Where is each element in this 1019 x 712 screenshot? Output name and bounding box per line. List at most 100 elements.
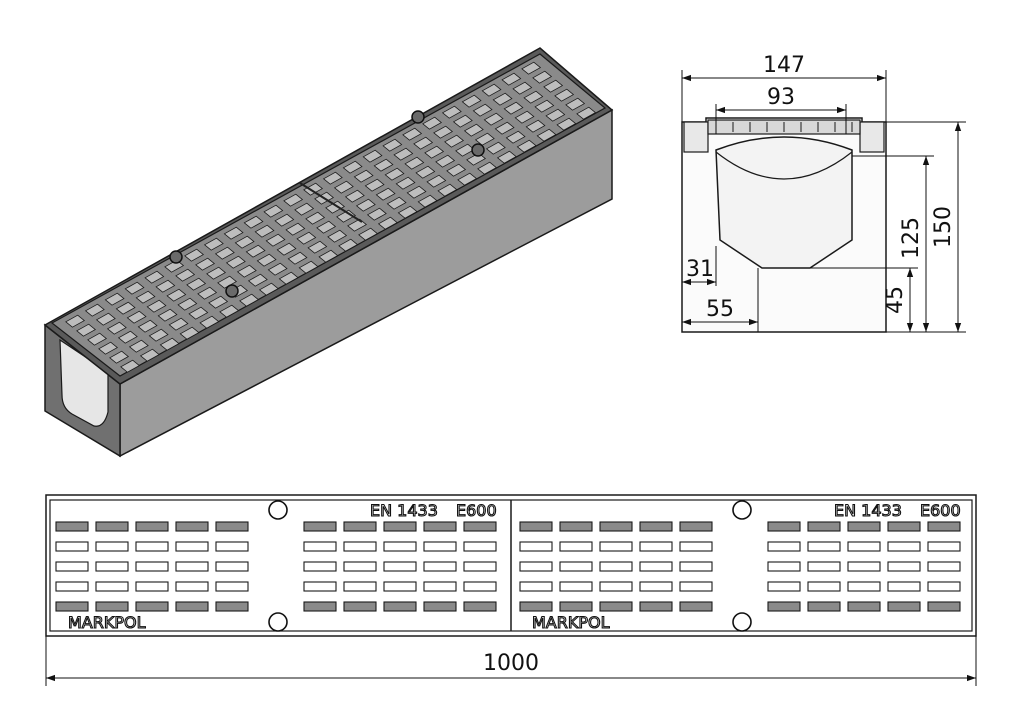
grate-slot [117,330,138,344]
grate-slot [887,521,921,532]
grate-slot [344,189,365,203]
grate-slot [199,315,220,329]
grate-slot [423,541,457,552]
grate-slot [278,271,299,285]
grate-slot [120,359,141,373]
dim-total-height: 150 [931,206,956,248]
grate-slot [532,70,553,84]
grate-slot [175,521,209,532]
grate-slot [168,317,189,331]
grate-slot [208,295,229,309]
grate-slot [422,116,443,130]
grate-slot [519,561,553,572]
grate-slot [137,319,158,333]
grate-slot [639,581,673,592]
grate-slot [463,521,497,532]
grate-slot [106,321,127,335]
grate-slot [505,130,526,144]
grate-slot [397,205,418,219]
grate-slot [139,348,160,362]
grate-slot [576,106,597,120]
plan-view: EN 1433 E600 MARKPOL EN 1433 E600 MARKPO… [45,494,977,686]
grate-slot [243,215,264,229]
grate-slot [55,601,89,612]
grate-slot [322,171,343,185]
grate-slot [461,94,482,108]
stamp-brand-1: MARKPOL [68,613,146,632]
grate-slot [175,581,209,592]
grate-slot [463,601,497,612]
grate-slot [298,260,319,274]
grate-slot [927,561,961,572]
grate-slot [175,541,209,552]
grate-slot [477,161,498,175]
grate-slot [386,196,407,210]
grate-slot [265,233,286,247]
grate-slot [383,521,417,532]
grate-slot [364,178,385,192]
grate-slot [847,561,881,572]
dim-base-height: 45 [883,286,908,314]
grate-slot [559,561,593,572]
grate-slot [184,248,205,262]
grate-slot [135,561,169,572]
grate-slot [343,581,377,592]
grate-slot [303,561,337,572]
grate-slot [206,266,227,280]
grate-slot [377,216,398,230]
grate-slot [343,601,377,612]
grate-slot [423,561,457,572]
grate-slot [463,541,497,552]
grate-slot [599,581,633,592]
grate-slot [247,273,268,287]
grate-slot [559,521,593,532]
grate-slot [423,601,457,612]
grate-slot [847,601,881,612]
grate-slot [523,90,544,104]
grate-slot [383,601,417,612]
grate-slot [362,149,383,163]
dim-left-offset: 31 [686,257,714,282]
grate-slot [417,194,438,208]
grate-slot [135,601,169,612]
grate-slot [519,541,553,552]
grate-slot [534,99,555,113]
grate-slot [679,601,713,612]
grate-slot [767,561,801,572]
grate-slot [135,521,169,532]
grate-slot [887,581,921,592]
grate-slot [847,541,881,552]
grate-slot [767,601,801,612]
grate-slot [452,114,473,128]
grate-slot [521,61,542,75]
grate-slot [383,541,417,552]
grate-slot [148,328,169,342]
grate-slot [104,292,125,306]
channel-opening [59,338,109,427]
grate-slot [559,601,593,612]
section-view: 147 93 150 125 45 31 55 [681,53,966,333]
grate-slot [285,222,306,236]
grate-slot [203,237,224,251]
grate-slot [343,521,377,532]
grate-slot [525,119,546,133]
stamp-standard-1: EN 1433 [370,501,438,520]
grate-slot [483,112,504,126]
grate-slot [234,235,255,249]
grate-slot [406,185,427,199]
grate-slot [767,581,801,592]
grate-slot [519,601,553,612]
grate-slot [95,541,129,552]
bolt-icon [225,284,239,298]
grate-slot [474,132,495,146]
dim-grate-width: 93 [767,85,795,110]
grate-slot [415,165,436,179]
grate-slot [382,138,403,152]
grate-slot [95,581,129,592]
grate-slot [343,541,377,552]
grate-slot [175,601,209,612]
grate-slot [463,123,484,137]
grate-slot [126,310,147,324]
grate-slot [254,224,275,238]
dim-length: 1000 [483,651,539,676]
